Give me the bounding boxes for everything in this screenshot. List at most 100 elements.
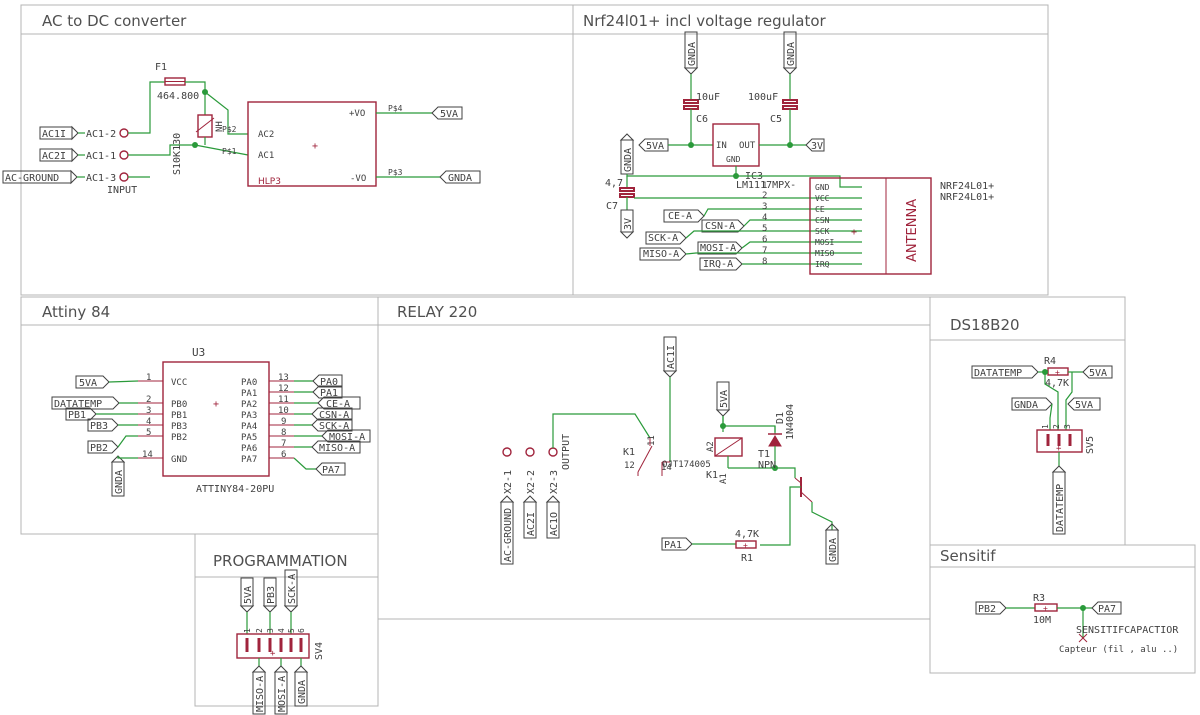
pin-num: 2 xyxy=(255,628,264,633)
pin-num: 13 xyxy=(278,373,289,383)
pin-num: 6 xyxy=(762,235,767,245)
net-label: GNDA xyxy=(786,42,797,66)
section-frames xyxy=(20,4,1196,707)
net-label: MISO-A xyxy=(319,443,355,454)
pin-num: 8 xyxy=(762,257,767,267)
pin-num: 12 xyxy=(278,384,289,394)
net-label: 5VA xyxy=(646,141,664,152)
net-label: PB3 xyxy=(266,586,277,604)
module-name: HLP3 xyxy=(258,177,281,187)
pin-num: 7 xyxy=(281,439,286,449)
relay-pin: A2 xyxy=(706,441,716,452)
module-pin: AC1 xyxy=(258,151,274,161)
pin-label: AC1-3 xyxy=(86,173,116,184)
fuse-value: 464.800 xyxy=(157,91,199,102)
net-label: 5VA xyxy=(1075,400,1093,411)
net-label: PA7 xyxy=(1098,604,1116,615)
antenna-label: ANTENNA xyxy=(905,199,920,262)
pin-name: MOSI xyxy=(815,238,834,247)
net-label: CSN-A xyxy=(319,410,349,421)
nrf-value: NRF24L01+ xyxy=(940,192,994,203)
pin-num: 3 xyxy=(762,202,767,212)
r3-value: 10M xyxy=(1033,615,1051,626)
net-label: AC2I xyxy=(526,512,537,536)
net-label: PB2 xyxy=(978,604,996,615)
pin-name: GND xyxy=(815,183,830,192)
reg-pin: OUT xyxy=(739,141,756,151)
net-label: 5VA xyxy=(1089,368,1107,379)
relay-pin: A1 xyxy=(719,473,729,484)
net-label: 5VA xyxy=(243,586,254,604)
ac-dc-circuit: AC1I AC2I AC-GROUND AC1-2 AC1-1 AC1-3 IN… xyxy=(2,62,481,196)
relay-pin: 12 xyxy=(624,461,635,471)
c5-name: C5 xyxy=(770,114,782,125)
pin-name: MISO xyxy=(815,249,834,258)
net-label: AC1I xyxy=(666,345,677,369)
pin-num: 6 xyxy=(297,628,306,633)
pin-num: 5 xyxy=(287,628,296,633)
pin-num: 1 xyxy=(243,628,252,633)
net-label: GNDA xyxy=(1014,400,1038,411)
nrf-name: NRF24L01+ xyxy=(940,181,994,192)
diode-part: 1N4004 xyxy=(785,404,796,440)
pin-name: PA3 xyxy=(241,411,257,421)
net-label: GNDA xyxy=(828,538,839,562)
r1-value: 4,7K xyxy=(735,529,759,540)
varistor-name: S10K130 xyxy=(172,133,183,175)
pin-num: 4 xyxy=(277,628,286,633)
pin-name: SCK xyxy=(815,227,830,236)
pin-name: PA7 xyxy=(241,455,257,465)
coil-label: K1 xyxy=(706,470,718,481)
net-label: SCK-A xyxy=(319,421,349,432)
net-label: 5VA xyxy=(79,378,97,389)
pin-num: 14 xyxy=(142,450,153,460)
c7-value: 4,7 xyxy=(605,178,623,189)
module-pin: AC2 xyxy=(258,130,274,140)
r4-name: R4 xyxy=(1044,356,1056,367)
pin-label: AC1-1 xyxy=(86,151,116,162)
pin-name: PA1 xyxy=(241,389,257,399)
c6-value: 10uF xyxy=(696,92,720,103)
transistor-type: NPN xyxy=(758,460,776,471)
pin-name: PA2 xyxy=(241,400,257,410)
net-label: GNDA xyxy=(448,173,472,184)
net-label: GNDA xyxy=(114,470,125,494)
net-label: 3V xyxy=(623,218,634,230)
net-label: GNDA xyxy=(623,148,634,172)
title-ac-dc: AC to DC converter xyxy=(42,12,187,30)
net-label: PA0 xyxy=(320,377,338,388)
net-label: MOSI-A xyxy=(329,432,365,443)
pin-num: 3 xyxy=(266,628,275,633)
relay-circuit: AC1I X2-1 X2-2 X2-3 OUTPUT AC-GROUND AC2… xyxy=(499,336,840,565)
pin-name: CSN xyxy=(815,216,830,225)
pin-name: CE xyxy=(815,205,825,214)
term-pin: X2-2 xyxy=(526,470,537,494)
pin-num: 2 xyxy=(1052,424,1061,429)
varistor-extra: NH xyxy=(215,121,225,132)
sensor-note: Capteur (fil , alu ..) xyxy=(1059,645,1178,655)
net-label: 5VA xyxy=(440,109,458,120)
title-nrf: Nrf24l01+ incl voltage regulator xyxy=(583,12,827,30)
term-pin: X2-1 xyxy=(503,470,514,494)
net-label: SCK-A xyxy=(287,574,298,604)
net-label: GNDA xyxy=(297,680,308,704)
net-label: MISO-A xyxy=(643,249,679,260)
frame-sensitif xyxy=(929,544,1196,674)
pin-num: 5 xyxy=(146,428,151,438)
relay-name: K1 xyxy=(623,447,635,458)
net-label: CE-A xyxy=(668,211,692,222)
r3-name: R3 xyxy=(1033,593,1045,604)
net-label: AC2I xyxy=(42,151,66,162)
net-label: GNDA xyxy=(687,42,698,66)
net-label: MISO-A xyxy=(255,676,266,712)
sensor-name: SENSITIFCAPACTIOR xyxy=(1076,625,1179,636)
frame-nrf xyxy=(572,4,1049,296)
svg-text:+: + xyxy=(213,399,219,410)
reg-pin: IN xyxy=(716,141,727,151)
attiny-part: ATTINY84-20PU xyxy=(196,484,274,495)
svg-text:+: + xyxy=(851,227,857,238)
relay-pin: 14 xyxy=(661,463,672,473)
pin-num: 7 xyxy=(762,246,767,256)
pin-name: VCC xyxy=(171,378,187,388)
pin-name: PA4 xyxy=(241,422,257,432)
